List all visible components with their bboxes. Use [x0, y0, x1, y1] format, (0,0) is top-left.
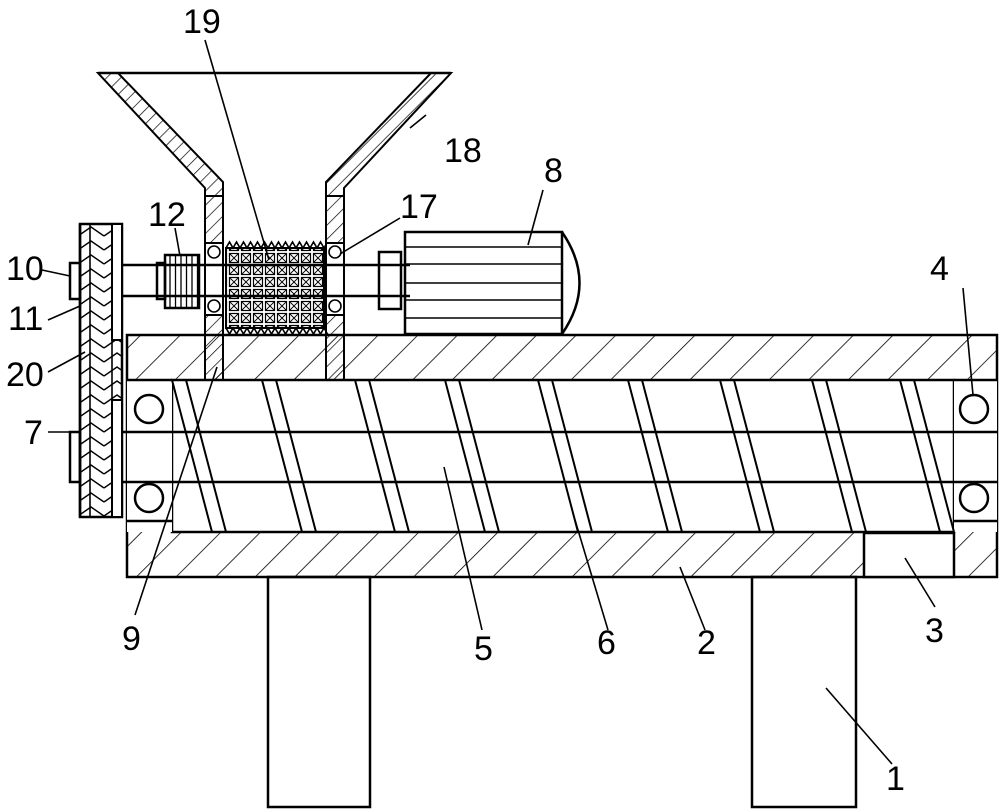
label-1: 1	[886, 760, 905, 798]
belt-drive	[68, 222, 124, 519]
label-20: 20	[6, 356, 44, 394]
leader-lines	[41, 39, 974, 765]
label-11: 11	[8, 300, 43, 338]
pipe-bearings	[207, 245, 342, 313]
label-5: 5	[474, 630, 493, 668]
barrel-housing	[125, 333, 999, 579]
label-8: 8	[544, 152, 563, 190]
bearings	[133, 393, 990, 514]
screw-shaft	[120, 430, 997, 484]
gear	[155, 253, 201, 310]
label-3: 3	[925, 612, 944, 650]
label-18: 18	[444, 132, 482, 170]
label-19: 19	[183, 3, 221, 41]
part-labels: 1 2 3 4 5 6 7 8 9 10 11 12 17 18 19 20	[6, 3, 949, 798]
label-7: 7	[24, 414, 43, 452]
label-4: 4	[930, 250, 949, 288]
label-10: 10	[6, 250, 44, 288]
crushing-roller	[225, 240, 329, 336]
label-12: 12	[148, 196, 186, 234]
screw-flights	[171, 379, 955, 533]
label-17: 17	[400, 188, 438, 226]
label-2: 2	[697, 624, 716, 662]
support-legs	[266, 575, 858, 809]
label-6: 6	[597, 624, 616, 662]
hopper	[95, 71, 454, 197]
motor	[377, 230, 581, 336]
label-9: 9	[122, 620, 141, 658]
